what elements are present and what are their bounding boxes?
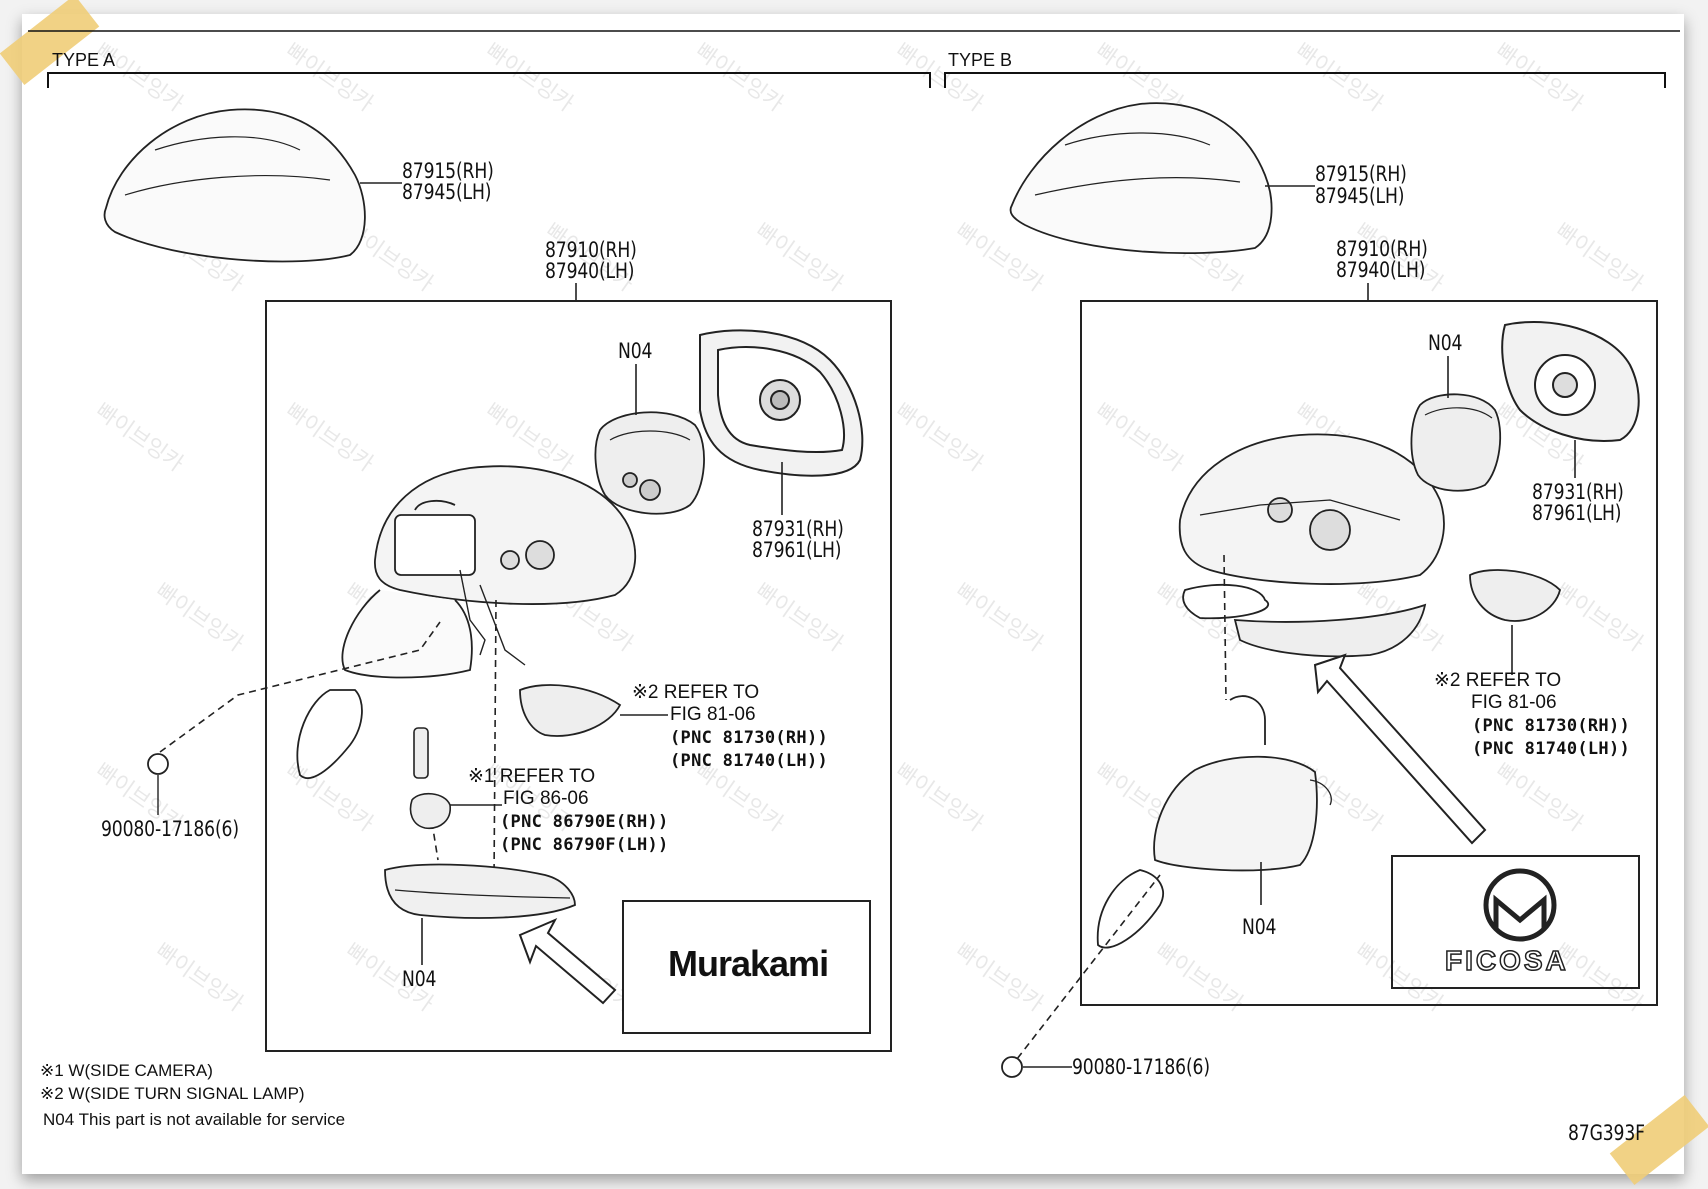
ref2-b-line2: FIG 81-06 — [1471, 692, 1557, 713]
mirror-housing-a — [296, 465, 637, 780]
bolt-part-b: 90080-17186(6) — [1072, 1055, 1210, 1079]
assembly-part-a-lh: 87940(LH) — [545, 259, 635, 283]
ref2-a-line2: FIG 81-06 — [670, 704, 756, 725]
ref2-b-line1: ※2 REFER TO — [1434, 670, 1562, 691]
cover-part-b-lh: 87945(LH) — [1315, 184, 1405, 208]
side-camera-a — [409, 727, 451, 830]
assembly-frame-a — [265, 300, 892, 1052]
assembly-part-b-rh: 87910(RH) — [1336, 237, 1428, 261]
mirror-glass-b — [1501, 321, 1640, 442]
turn-lamp-a — [519, 684, 622, 737]
type-b-title: TYPE B — [948, 50, 1013, 70]
bolt-a — [147, 753, 169, 775]
mirror-part-a-lh: 87961(LH) — [752, 538, 842, 562]
maker-box-a — [622, 900, 871, 1034]
mirror-cover-a — [103, 108, 366, 263]
mirror-part-b-rh: 87931(RH) — [1532, 480, 1624, 504]
mirror-part-a-rh: 87931(RH) — [752, 517, 844, 541]
actuator-label-a: N04 — [618, 339, 653, 363]
ficosa-logo-icon — [1483, 868, 1557, 942]
figure-code: 87G393F — [1568, 1121, 1645, 1145]
assembly-frame-b — [1080, 300, 1658, 1006]
lamp-label-a: N04 — [402, 967, 437, 991]
mirror-cover-b — [1009, 102, 1273, 255]
ref1-a-line2: FIG 86-06 — [503, 788, 589, 809]
cover-part-a-lh: 87945(LH) — [402, 180, 492, 204]
ref1-a-pnc-lh: (PNC 86790F(LH)) — [500, 835, 669, 855]
ref2-b-pnc-rh: (PNC 81730(RH)) — [1472, 716, 1631, 736]
ref2-a-line1: ※2 REFER TO — [632, 682, 760, 703]
actuator-label-b: N04 — [1428, 331, 1463, 355]
footnote-3: N04 This part is not available for servi… — [43, 1110, 346, 1129]
camera-base-b — [1096, 695, 1332, 949]
mirror-housing-b — [1178, 433, 1445, 658]
footnote-1: ※1 W(SIDE CAMERA) — [40, 1061, 213, 1080]
arrow-b — [1313, 653, 1487, 845]
cover-part-a-rh: 87915(RH) — [402, 159, 494, 183]
lamp-lens-a — [384, 863, 576, 919]
ref2-a-pnc-rh: (PNC 81730(RH)) — [670, 728, 829, 748]
bolt-part-a: 90080-17186(6) — [101, 817, 239, 841]
mirror-part-b-lh: 87961(LH) — [1532, 501, 1622, 525]
ref2-a-pnc-lh: (PNC 81740(LH)) — [670, 751, 829, 771]
turn-lamp-b — [1469, 569, 1561, 622]
arrow-a — [518, 917, 617, 1005]
footnote-2: ※2 W(SIDE TURN SIGNAL LAMP) — [40, 1084, 305, 1103]
maker-logo-b: FICOSA — [1444, 944, 1569, 977]
mirror-glass-a — [699, 329, 864, 477]
ref2-b-pnc-lh: (PNC 81740(LH)) — [1472, 739, 1631, 759]
assembly-part-a-rh: 87910(RH) — [545, 238, 637, 262]
base-label-b: N04 — [1242, 915, 1277, 939]
maker-logo-a: Murakami — [668, 943, 829, 984]
bolt-b — [1001, 1056, 1023, 1078]
ref1-a-pnc-rh: (PNC 86790E(RH)) — [500, 812, 669, 832]
maker-box-b — [1391, 855, 1640, 989]
assembly-part-b-lh: 87940(LH) — [1336, 258, 1426, 282]
ref1-a-line1: ※1 REFER TO — [468, 766, 596, 787]
cover-part-b-rh: 87915(RH) — [1315, 162, 1407, 186]
type-a-title: TYPE A — [52, 50, 116, 70]
actuator-a — [594, 411, 705, 515]
actuator-b — [1410, 393, 1502, 492]
